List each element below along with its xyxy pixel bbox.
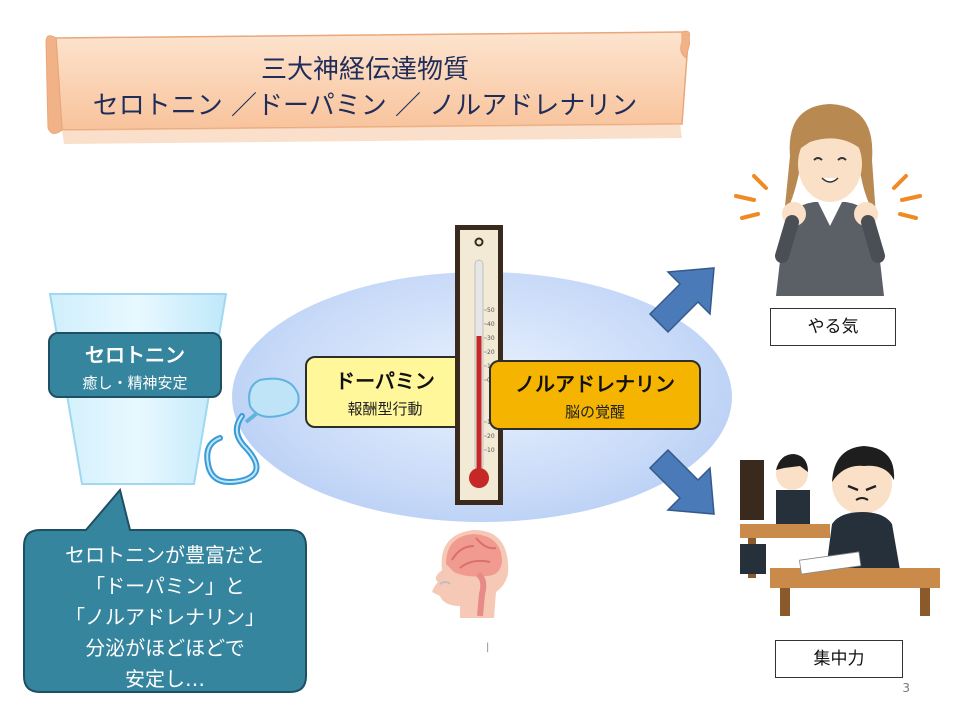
dopamine-box: ドーパミン 報酬型行動 (305, 356, 465, 428)
dopamine-role: 報酬型行動 (347, 400, 423, 418)
serotonin-box: セロトニン 癒し・精神安定 (48, 332, 222, 398)
callout-text: セロトニンが豊富だと 「ドーパミン」と 「ノルアドレナリン」 分泌がほどほどで … (30, 540, 300, 695)
noradrenaline-name: ノルアドレナリン (515, 372, 675, 396)
noradrenaline-role: 脳の覚醒 (564, 403, 625, 421)
callout-line: 「ノルアドレナリン」 (65, 605, 265, 629)
small-mark: | (486, 642, 490, 653)
svg-text:20: 20 (487, 349, 495, 356)
cheering-woman-illustration (734, 104, 922, 296)
svg-text:30: 30 (487, 335, 495, 342)
title-line-1: 三大神経伝達物質 (260, 55, 469, 85)
serotonin-role: 癒し・精神安定 (82, 374, 188, 392)
callout-line: 分泌がほどほどで (85, 636, 245, 660)
svg-text:40: 40 (487, 321, 495, 328)
callout-line: 安定し… (125, 667, 205, 691)
page-number: 3 (902, 681, 910, 695)
serotonin-name: セロトニン (85, 343, 185, 367)
brain-head-icon (432, 530, 509, 618)
svg-text:50: 50 (487, 307, 495, 314)
title-line-2: セロトニン ／ドーパミン ／ ノルアドレナリン (92, 91, 638, 121)
arrow-down-right-icon (648, 448, 715, 515)
noradrenaline-box: ノルアドレナリン 脳の覚醒 (489, 360, 701, 430)
motivation-label: やる気 (770, 308, 896, 346)
callout-line: セロトニンが豊富だと (65, 543, 265, 567)
studying-students-illustration (740, 446, 940, 616)
slide-title: 三大神経伝達物質 セロトニン ／ドーパミン ／ ノルアドレナリン (60, 52, 670, 124)
concentration-label: 集中力 (775, 640, 903, 678)
title-banner (45, 30, 690, 144)
dopamine-name: ドーパミン (335, 369, 435, 393)
svg-text:10: 10 (487, 447, 495, 454)
svg-text:20: 20 (487, 433, 495, 440)
callout-line: 「ドーパミン」と (85, 574, 245, 598)
syringe-tube-icon (204, 377, 300, 485)
callout-bubble (23, 488, 307, 693)
arrow-up-right-icon (648, 267, 715, 334)
